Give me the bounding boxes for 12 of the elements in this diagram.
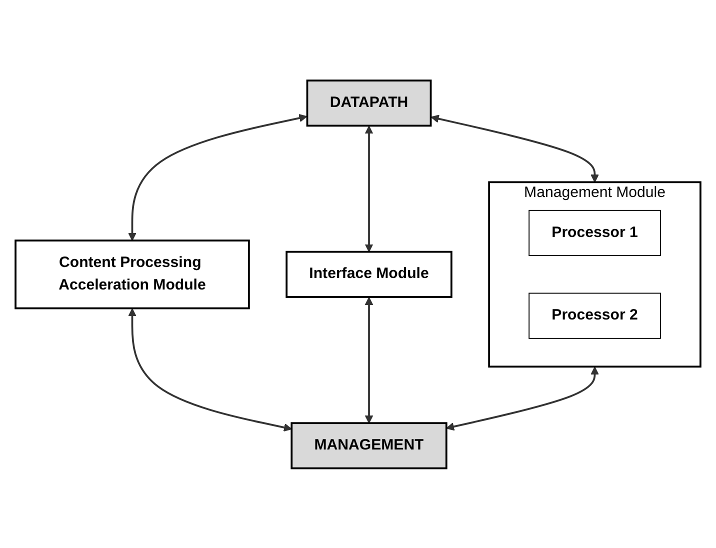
node-box: Interface Module	[286, 250, 452, 298]
arrow	[364, 125, 374, 252]
arrow	[364, 296, 374, 424]
arrow	[128, 308, 292, 432]
arrow	[430, 114, 599, 182]
node-box: Processor 2	[528, 292, 661, 338]
arrow	[128, 114, 308, 240]
node-box: Processor 1	[528, 210, 661, 256]
arrow	[446, 366, 599, 430]
node-box: MANAGEMENT	[290, 422, 448, 469]
node-box: Content Processing Acceleration Module	[14, 239, 250, 309]
node-box: DATAPATH	[306, 79, 432, 126]
